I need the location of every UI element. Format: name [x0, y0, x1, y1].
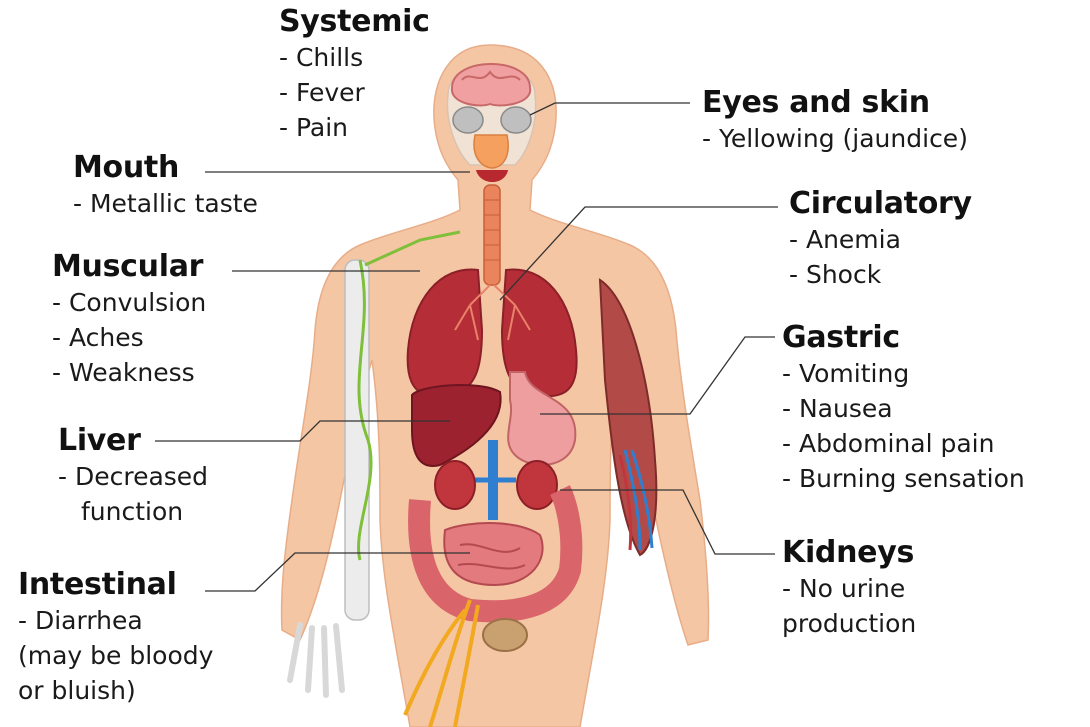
circulatory-title: Circulatory — [789, 186, 972, 222]
muscular-item: - Convulsion — [52, 285, 206, 320]
muscular-item: - Aches — [52, 320, 206, 355]
intestinal-title: Intestinal — [18, 567, 213, 603]
gastric-item: - Vomiting — [782, 356, 1025, 391]
eyes-skin-title: Eyes and skin — [702, 85, 968, 121]
muscular-group: Muscular - Convulsion - Aches - Weakness — [52, 249, 206, 390]
intestinal-item: or bluish) — [18, 673, 213, 708]
muscular-item: - Weakness — [52, 355, 206, 390]
intestinal-item: (may be bloody — [18, 638, 213, 673]
trachea — [484, 185, 500, 285]
systemic-title: Systemic — [279, 4, 430, 40]
gastric-item: - Nausea — [782, 391, 1025, 426]
gastric-item: - Abdominal pain — [782, 426, 1025, 461]
intestinal-group: Intestinal - Diarrhea (may be bloody or … — [18, 567, 213, 708]
liver-group: Liver - Decreased function — [58, 423, 208, 529]
systemic-item: - Fever — [279, 75, 430, 110]
mouth-title: Mouth — [73, 150, 258, 186]
gastric-group: Gastric - Vomiting - Nausea - Abdominal … — [782, 320, 1025, 496]
mouth-group: Mouth - Metallic taste — [73, 150, 258, 221]
mouth-item: - Metallic taste — [73, 186, 258, 221]
gastric-item: - Burning sensation — [782, 461, 1025, 496]
eyes-skin-item: - Yellowing (jaundice) — [702, 121, 968, 156]
bladder-icon — [483, 619, 527, 651]
kidneys-title: Kidneys — [782, 535, 916, 571]
systemic-group: Systemic - Chills - Fever - Pain — [279, 4, 430, 145]
circulatory-item: - Shock — [789, 257, 972, 292]
eyes-skin-group: Eyes and skin - Yellowing (jaundice) — [702, 85, 968, 156]
kidneys-item: production — [782, 606, 916, 641]
liver-item: function — [58, 494, 208, 529]
kidneys-group: Kidneys - No urine production — [782, 535, 916, 641]
muscular-title: Muscular — [52, 249, 206, 285]
intestinal-item: - Diarrhea — [18, 603, 213, 638]
gastric-title: Gastric — [782, 320, 1025, 356]
systemic-item: - Chills — [279, 40, 430, 75]
kidneys-item: - No urine — [782, 571, 916, 606]
brain-icon — [452, 64, 530, 105]
liver-title: Liver — [58, 423, 208, 459]
liver-item: - Decreased — [58, 459, 208, 494]
circulatory-group: Circulatory - Anemia - Shock — [789, 186, 972, 292]
circulatory-item: - Anemia — [789, 222, 972, 257]
systemic-item: - Pain — [279, 110, 430, 145]
